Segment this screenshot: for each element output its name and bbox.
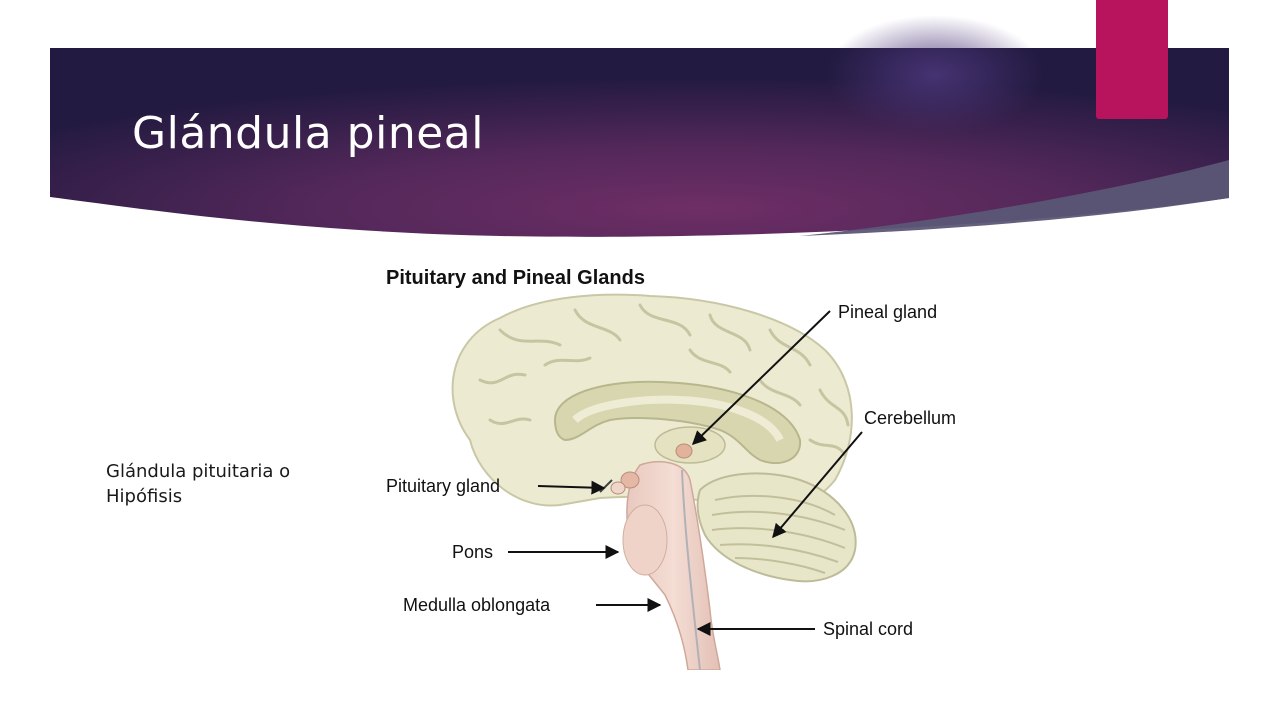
caption-line-2: Hipófisis <box>106 484 356 509</box>
label-spinal-cord: Spinal cord <box>823 619 913 639</box>
label-pineal-gland: Pineal gland <box>838 302 937 322</box>
pineal-gland-shape <box>676 444 692 458</box>
pons <box>623 505 667 575</box>
label-pons: Pons <box>452 542 493 562</box>
pituitary-caption: Glándula pituitaria o Hipófisis <box>106 459 356 509</box>
cerebellum <box>698 473 856 581</box>
caption-line-1: Glándula pituitaria o <box>106 459 356 484</box>
accent-tab <box>1096 0 1168 119</box>
brain-diagram: Pituitary and Pineal Glands <box>370 250 1000 670</box>
label-medulla-oblongata: Medulla oblongata <box>403 595 551 615</box>
label-cerebellum: Cerebellum <box>864 408 956 428</box>
slide-title: Glándula pineal <box>132 108 484 159</box>
label-pituitary-gland: Pituitary gland <box>386 476 500 496</box>
diagram-title: Pituitary and Pineal Glands <box>386 267 645 289</box>
